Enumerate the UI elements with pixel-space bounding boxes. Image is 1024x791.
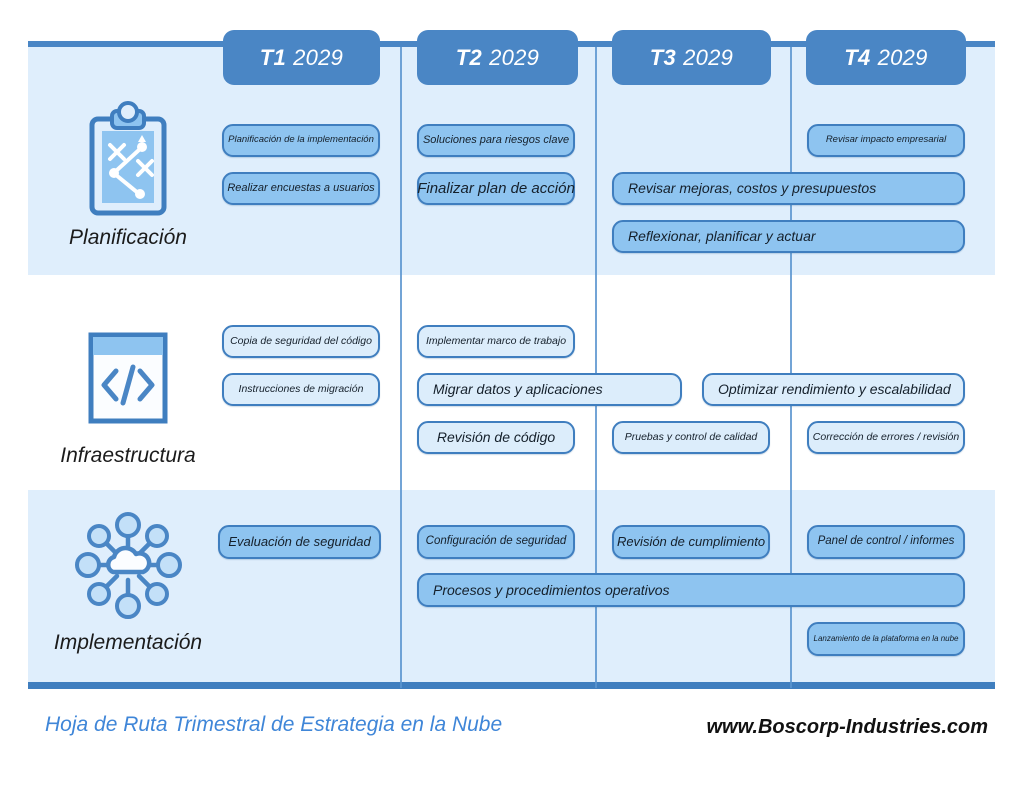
task-card-span[interactable]: Revisar mejoras, costos y presupuestos [612, 172, 965, 205]
bottom-rule [28, 682, 995, 689]
task-card[interactable]: Pruebas y control de calidad [612, 421, 770, 454]
quarter-year: 2029 [293, 44, 344, 70]
quarter-year: 2029 [683, 44, 734, 70]
quarter-year: 2029 [489, 44, 540, 70]
quarter-divider-3 [790, 47, 792, 688]
task-card[interactable]: Corrección de errores / revisión [807, 421, 965, 454]
task-card[interactable]: Revisión de cumplimiento [612, 525, 770, 559]
quarter-code: T3 [649, 44, 677, 70]
quarter-header-t2[interactable]: T2 2029 [417, 30, 578, 85]
task-card-span[interactable]: Migrar datos y aplicaciones [417, 373, 682, 406]
task-card[interactable]: Evaluación de seguridad [218, 525, 381, 559]
task-card[interactable]: Configuración de seguridad [417, 525, 575, 559]
footer-url: www.Boscorp-Industries.com [706, 716, 988, 738]
row-caption: Infraestructura [60, 444, 196, 467]
task-card[interactable]: Panel de control / informes [807, 525, 965, 559]
row-label-planificacion: Planificación [28, 100, 228, 250]
task-card[interactable]: Instrucciones de migración [222, 373, 380, 406]
task-card[interactable]: Realizar encuestas a usuarios [222, 172, 380, 205]
task-card-span[interactable]: Procesos y procedimientos operativos [417, 573, 965, 607]
row-label-infraestructura: Infraestructura [28, 318, 228, 468]
row-label-implementacion: Implementación [28, 505, 228, 655]
quarter-header-t1[interactable]: T1 2029 [223, 30, 380, 85]
task-card[interactable]: Implementar marco de trabajo [417, 325, 575, 358]
task-card[interactable]: Copia de seguridad del código [222, 325, 380, 358]
quarter-code: T2 [455, 44, 483, 70]
task-card[interactable]: Revisar impacto empresarial [807, 124, 965, 157]
code-window-icon [72, 318, 184, 438]
footer-title: Hoja de Ruta Trimestral de Estrategia en… [45, 713, 503, 736]
quarter-year: 2029 [877, 44, 928, 70]
clipboard-strategy-icon [72, 100, 184, 220]
task-card-span[interactable]: Optimizar rendimiento y escalabilidad [702, 373, 965, 406]
quarter-divider-2 [595, 47, 597, 688]
quarter-code: T1 [259, 44, 287, 70]
row-caption: Planificación [69, 226, 187, 249]
task-card[interactable]: Lanzamiento de la plataforma en la nube [807, 622, 965, 656]
task-card-span[interactable]: Reflexionar, planificar y actuar [612, 220, 965, 253]
task-card[interactable]: Planificación de la implementación [222, 124, 380, 157]
quarter-header-t4[interactable]: T4 2029 [806, 30, 966, 85]
row-caption: Implementación [53, 631, 203, 654]
quarter-code: T4 [844, 44, 871, 70]
task-card[interactable]: Finalizar plan de acción [417, 172, 575, 205]
quarter-header-t3[interactable]: T3 2029 [612, 30, 771, 85]
task-card[interactable]: Soluciones para riesgos clave [417, 124, 575, 157]
quarter-divider-1 [400, 47, 402, 688]
cloud-network-icon [69, 505, 187, 625]
task-card[interactable]: Revisión de código [417, 421, 575, 454]
